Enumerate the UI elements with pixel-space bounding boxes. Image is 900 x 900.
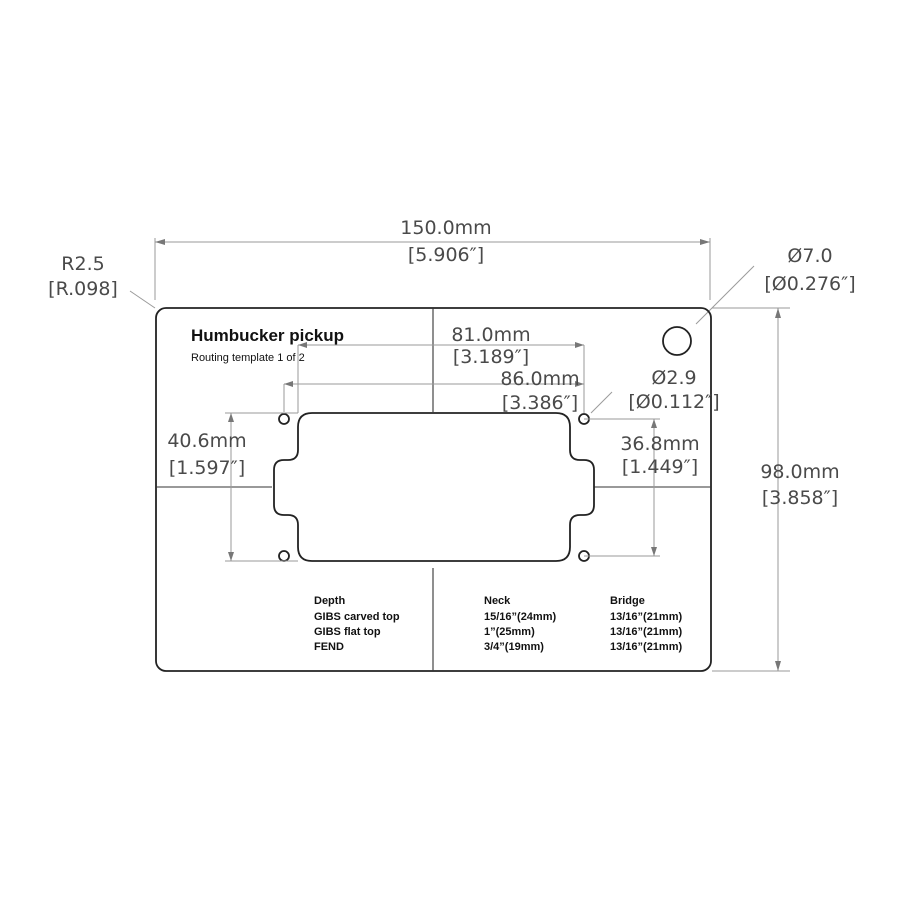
depth-row-bridge: 13/16”(21mm): [610, 641, 682, 653]
depth-row-neck: 1”(25mm): [484, 626, 535, 638]
overall-width-in: [5.906″]: [408, 244, 484, 266]
inner-width-dimension: 81.0mm [3.189″]: [297, 324, 585, 413]
mount-hole-callout: Ø7.0 [Ø0.276″]: [695, 245, 856, 325]
screw-hole-in: [Ø0.112″]: [628, 391, 719, 413]
route-height-mm: 40.6mm: [167, 430, 246, 452]
mount-hole: [662, 326, 692, 356]
corner-radius-mm: R2.5: [61, 253, 104, 275]
depth-row-label: GIBS flat top: [314, 626, 381, 638]
screw-hole-callout: Ø2.9 [Ø0.112″]: [590, 367, 720, 414]
screw-hole: [278, 550, 290, 562]
bridge-header: Bridge: [610, 595, 645, 607]
inner-width-mm: 81.0mm: [451, 324, 530, 346]
depth-row-label: FEND: [314, 641, 344, 653]
screw-span-dimension: 86.0mm [3.386″]: [283, 368, 585, 414]
mount-hole-mm: Ø7.0: [787, 245, 832, 267]
screw-vertical-in: [1.449″]: [622, 456, 698, 478]
screw-hole: [278, 413, 290, 425]
mount-hole-in: [Ø0.276″]: [764, 273, 855, 295]
depth-row-bridge: 13/16”(21mm): [610, 611, 682, 623]
depth-table: Depth Neck Bridge GIBS carved top 15/16”…: [314, 595, 682, 653]
screw-vertical-dimension: 36.8mm [1.449″]: [584, 418, 700, 557]
neck-header: Neck: [484, 595, 511, 607]
inner-width-in: [3.189″]: [453, 346, 529, 368]
depth-row-label: GIBS carved top: [314, 611, 400, 623]
template-subtitle: Routing template 1 of 2: [191, 352, 305, 364]
depth-row-bridge: 13/16”(21mm): [610, 626, 682, 638]
depth-header: Depth: [314, 595, 345, 607]
overall-width-dimension: 150.0mm [5.906″]: [154, 217, 711, 300]
overall-height-dimension: 98.0mm [3.858″]: [712, 307, 840, 672]
corner-radius-in: [R.098]: [48, 278, 118, 300]
overall-height-in: [3.858″]: [762, 487, 838, 509]
route-height-in: [1.597″]: [169, 457, 245, 479]
depth-row-neck: 3/4”(19mm): [484, 641, 544, 653]
screw-span-in: [3.386″]: [502, 392, 578, 414]
overall-height-mm: 98.0mm: [760, 461, 839, 483]
overall-width-mm: 150.0mm: [400, 217, 491, 239]
route-height-dimension: 40.6mm [1.597″]: [167, 412, 298, 562]
screw-span-mm: 86.0mm: [500, 368, 579, 390]
pickup-route-cutout: [273, 412, 595, 562]
screw-vertical-mm: 36.8mm: [620, 433, 699, 455]
screw-hole-mm: Ø2.9: [651, 367, 696, 389]
template-title: Humbucker pickup: [191, 326, 344, 345]
depth-row-neck: 15/16”(24mm): [484, 611, 556, 623]
corner-radius-callout: R2.5 [R.098]: [48, 253, 156, 309]
